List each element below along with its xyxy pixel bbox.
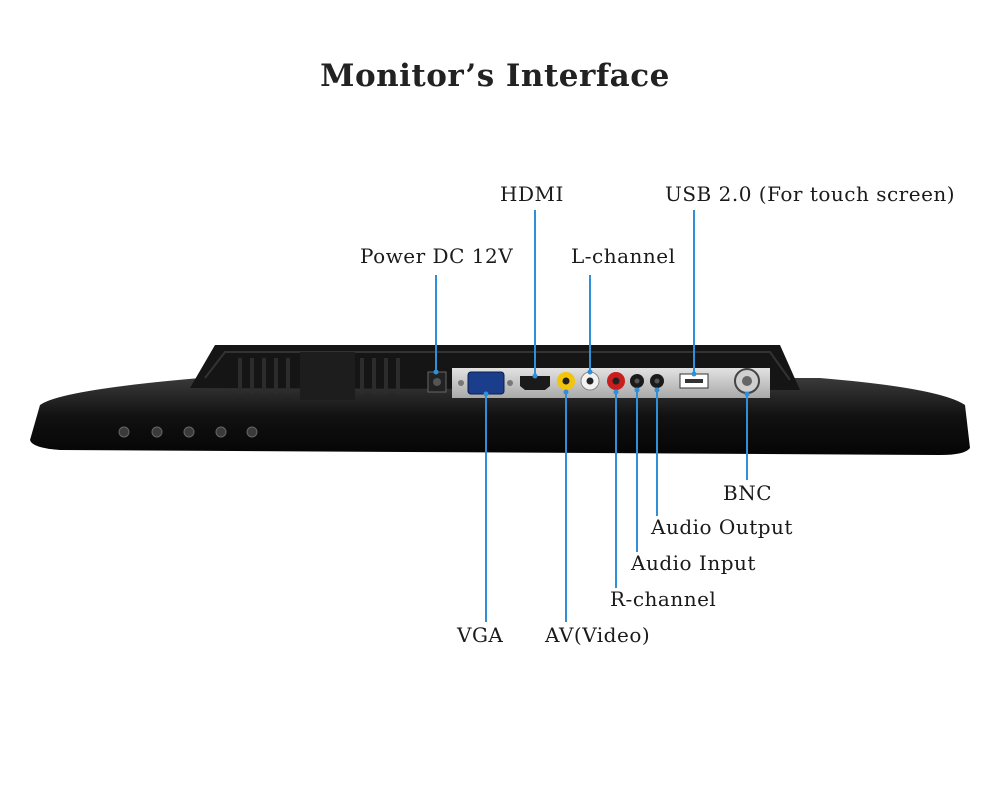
label-usb: USB 2.0 (For touch screen): [665, 182, 956, 206]
vga-port: [467, 371, 505, 395]
label-bnc: BNC: [723, 481, 772, 505]
label-r-channel: R-channel: [610, 587, 717, 611]
label-vga: VGA: [457, 623, 504, 647]
leader-lines: [435, 210, 748, 622]
label-audio-output: Audio Output: [651, 515, 793, 539]
label-l-channel: L-channel: [571, 244, 676, 268]
label-power: Power DC 12V: [360, 244, 514, 268]
label-hdmi: HDMI: [500, 182, 564, 206]
label-av: AV(Video): [545, 623, 651, 647]
vent-slots: [238, 358, 400, 394]
front-buttons: [118, 426, 258, 438]
label-audio-input: Audio Input: [631, 551, 756, 575]
page-title: Monitor’s Interface: [320, 58, 670, 94]
hdmi-port: [520, 376, 550, 390]
leader-endpoints: [433, 369, 750, 397]
